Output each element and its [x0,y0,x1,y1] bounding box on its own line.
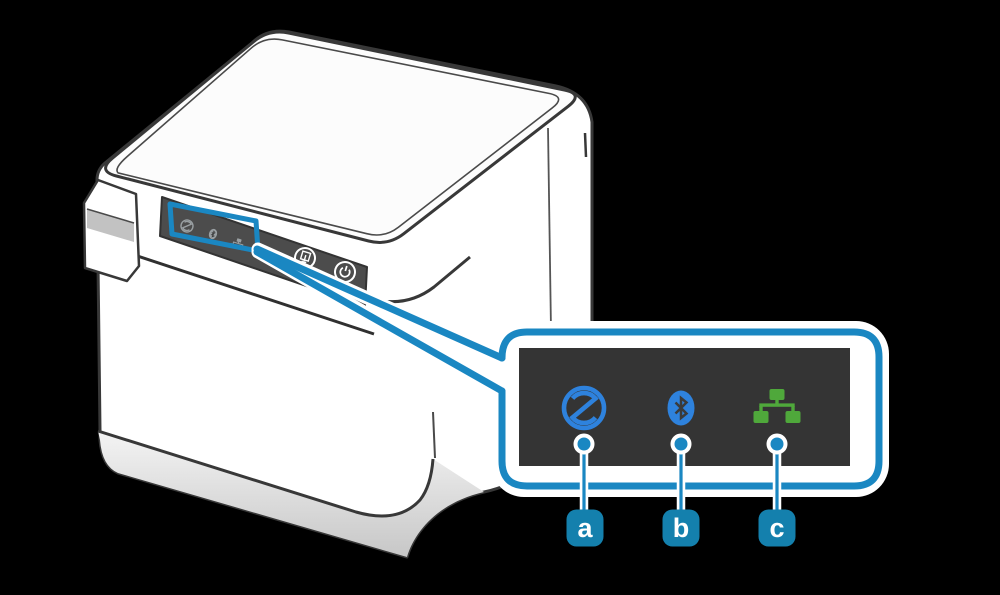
label-letter-a: a [577,513,593,543]
anchor-dot-c [766,433,788,455]
label-stems [582,446,779,512]
front-cover-seam [97,429,435,518]
anchor-dots [573,433,788,455]
front-right-crease [432,411,436,459]
label-badge-a [566,509,604,547]
label-badge-b [662,509,700,547]
callout-border [498,328,883,490]
bluetooth-led-icon [666,389,696,427]
label-letter-b: b [673,513,690,543]
top-face-inset [116,38,560,236]
paper-exit-tab-slot-edge [86,208,135,224]
label-badge-c [758,509,796,547]
label-letter-c: c [769,513,784,543]
leader-lines [253,245,506,395]
right-side-crease [547,127,552,331]
anchor-dot-b [670,433,692,455]
right-edge-seam [583,132,588,158]
printer-top-face [104,30,577,244]
anchor-dot-a [573,433,595,455]
callout-labels [566,509,796,547]
paper-exit-tab-slot [87,209,134,242]
paper-exit-slot [103,243,375,336]
